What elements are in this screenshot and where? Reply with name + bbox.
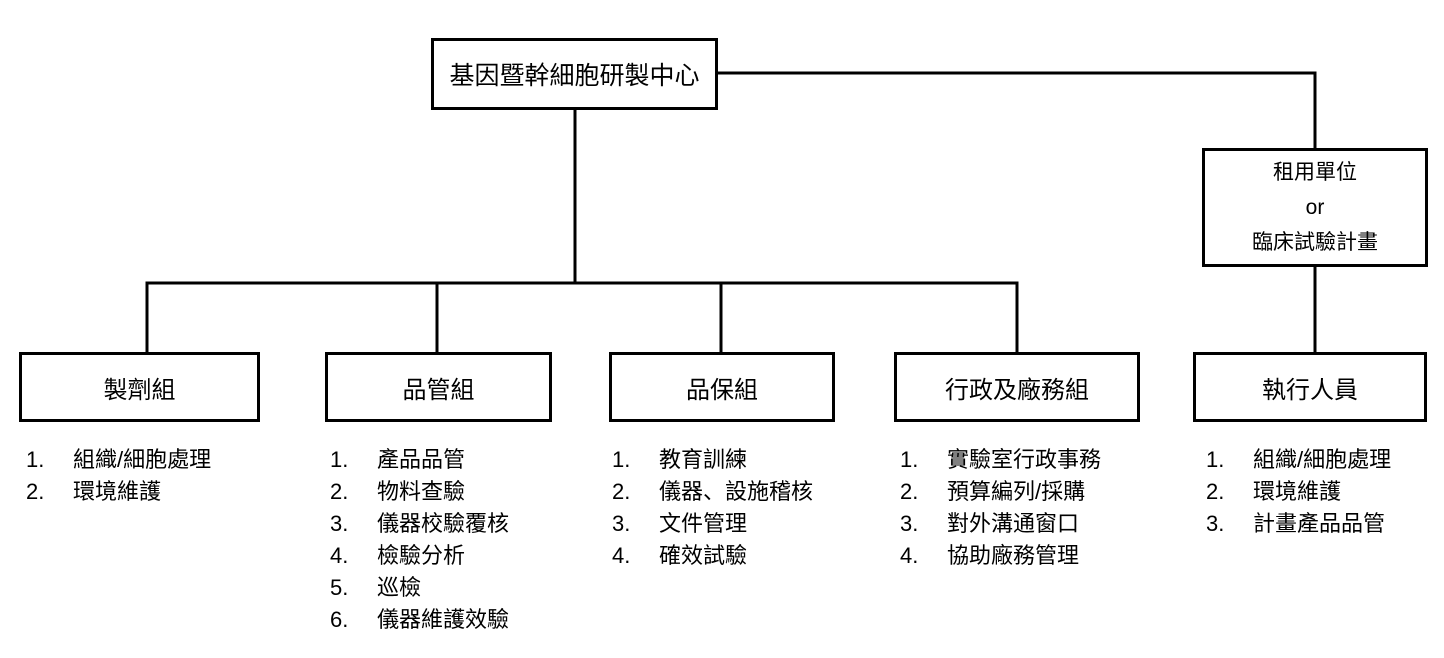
list-item-number: 2.: [612, 479, 631, 504]
list-item-text: 檢驗分析: [377, 543, 466, 568]
list-item-text: 實驗室行政事務: [947, 447, 1102, 472]
list-item: 3. 對外溝通窗口: [900, 508, 1101, 540]
list-item-text: 協助廠務管理: [947, 543, 1080, 568]
list-item-number: 1.: [26, 447, 45, 472]
list-item: 2. 物料查驗: [330, 476, 509, 508]
list-item-text: 產品品管: [377, 447, 466, 472]
list-item-number: 1.: [612, 447, 631, 472]
list-item: 2. 環境維護: [26, 476, 211, 508]
list-item: 3. 儀器校驗覆核: [330, 508, 509, 540]
list-item-number: 5.: [330, 575, 349, 600]
list-item-number: 2.: [330, 479, 349, 504]
list-item-number: 3.: [612, 511, 631, 536]
list-item-text: 教育訓練: [659, 447, 748, 472]
node-group-executive-staff: 執行人員: [1193, 352, 1427, 422]
node-root-label: 基因暨幹細胞研製中心: [449, 62, 700, 90]
node-group-admin-facility: 行政及廠務組: [894, 352, 1140, 422]
list-item-number: 2.: [26, 479, 45, 504]
list-item-text: 儀器、設施稽核: [659, 479, 814, 504]
node-group-preparation: 製劑組: [19, 352, 260, 422]
duty-list-preparation: 1. 組織/細胞處理 2. 環境維護: [26, 444, 211, 508]
list-item: 1. 組織/細胞處理: [26, 444, 211, 476]
list-item: 2. 環境維護: [1206, 476, 1391, 508]
list-item: 1. 組織/細胞處理: [1206, 444, 1391, 476]
list-item-text: 環境維護: [73, 479, 162, 504]
node-rental-line1: 租用單位: [1273, 161, 1357, 184]
list-item: 1. 產品品管: [330, 444, 509, 476]
duty-list-executive-staff: 1. 組織/細胞處理 2. 環境維護 3. 計畫產品品管: [1206, 444, 1391, 540]
list-item: 3. 文件管理: [612, 508, 813, 540]
list-item: 5. 巡檢: [330, 572, 509, 604]
list-item: 4. 確效試驗: [612, 540, 813, 572]
list-item-number: 2.: [1206, 479, 1225, 504]
list-item-text: 計畫產品品管: [1253, 511, 1386, 536]
node-rental-line3: 臨床試驗計畫: [1252, 231, 1378, 254]
node-rental-line2: or: [1305, 196, 1325, 219]
list-item-text: 物料查驗: [377, 479, 466, 504]
list-item: 2. 預算編列/採購: [900, 476, 1101, 508]
list-item-number: 3.: [330, 511, 349, 536]
list-item-text: 巡檢: [377, 575, 422, 600]
list-item-text: 組織/細胞處理: [73, 447, 212, 472]
list-item-text: 儀器校驗覆核: [377, 511, 510, 536]
list-item-text: 環境維護: [1253, 479, 1342, 504]
node-group-label: 行政及廠務組: [945, 376, 1089, 404]
node-group-label: 執行人員: [1262, 376, 1358, 404]
list-item: 4. 協助廠務管理: [900, 540, 1101, 572]
list-item-number: 1.: [900, 447, 919, 472]
duty-list-quality-control: 1. 產品品管 2. 物料查驗 3. 儀器校驗覆核 4. 檢驗分析 5. 巡檢 …: [330, 444, 509, 636]
list-item-number: 4.: [330, 543, 349, 568]
list-item-number: 3.: [900, 511, 919, 536]
list-item: 4. 檢驗分析: [330, 540, 509, 572]
duty-list-admin-facility: 1. 實驗室行政事務 2. 預算編列/採購 3. 對外溝通窗口 4. 協助廠務管…: [900, 444, 1101, 572]
node-group-label: 品保組: [686, 376, 758, 404]
list-item-text: 確效試驗: [659, 543, 748, 568]
list-item-number: 4.: [612, 543, 631, 568]
node-group-quality-assurance: 品保組: [609, 352, 835, 422]
list-item: 1. 實驗室行政事務: [900, 444, 1101, 476]
node-rental-unit: 租用單位 or 臨床試驗計畫: [1202, 148, 1428, 267]
node-group-label: 品管組: [402, 376, 475, 404]
list-item: 2. 儀器、設施稽核: [612, 476, 813, 508]
list-item-text: 預算編列/採購: [947, 479, 1086, 504]
list-item-number: 1.: [330, 447, 349, 472]
node-group-quality-control: 品管組: [325, 352, 552, 422]
list-item-text: 儀器維護效驗: [377, 607, 510, 632]
list-item: 6. 儀器維護效驗: [330, 604, 509, 636]
list-item-text: 組織/細胞處理: [1253, 447, 1392, 472]
list-item: 1. 教育訓練: [612, 444, 813, 476]
list-item-text: 文件管理: [659, 511, 748, 536]
list-item-number: 2.: [900, 479, 919, 504]
duty-list-quality-assurance: 1. 教育訓練 2. 儀器、設施稽核 3. 文件管理 4. 確效試驗: [612, 444, 813, 572]
list-item-number: 4.: [900, 543, 919, 568]
list-item-number: 3.: [1206, 511, 1225, 536]
node-root: 基因暨幹細胞研製中心: [431, 38, 718, 110]
list-item-text: 對外溝通窗口: [947, 511, 1080, 536]
node-group-label: 製劑組: [103, 376, 176, 404]
list-item-number: 6.: [330, 607, 349, 632]
list-item-number: 1.: [1206, 447, 1225, 472]
list-item: 3. 計畫產品品管: [1206, 508, 1391, 540]
